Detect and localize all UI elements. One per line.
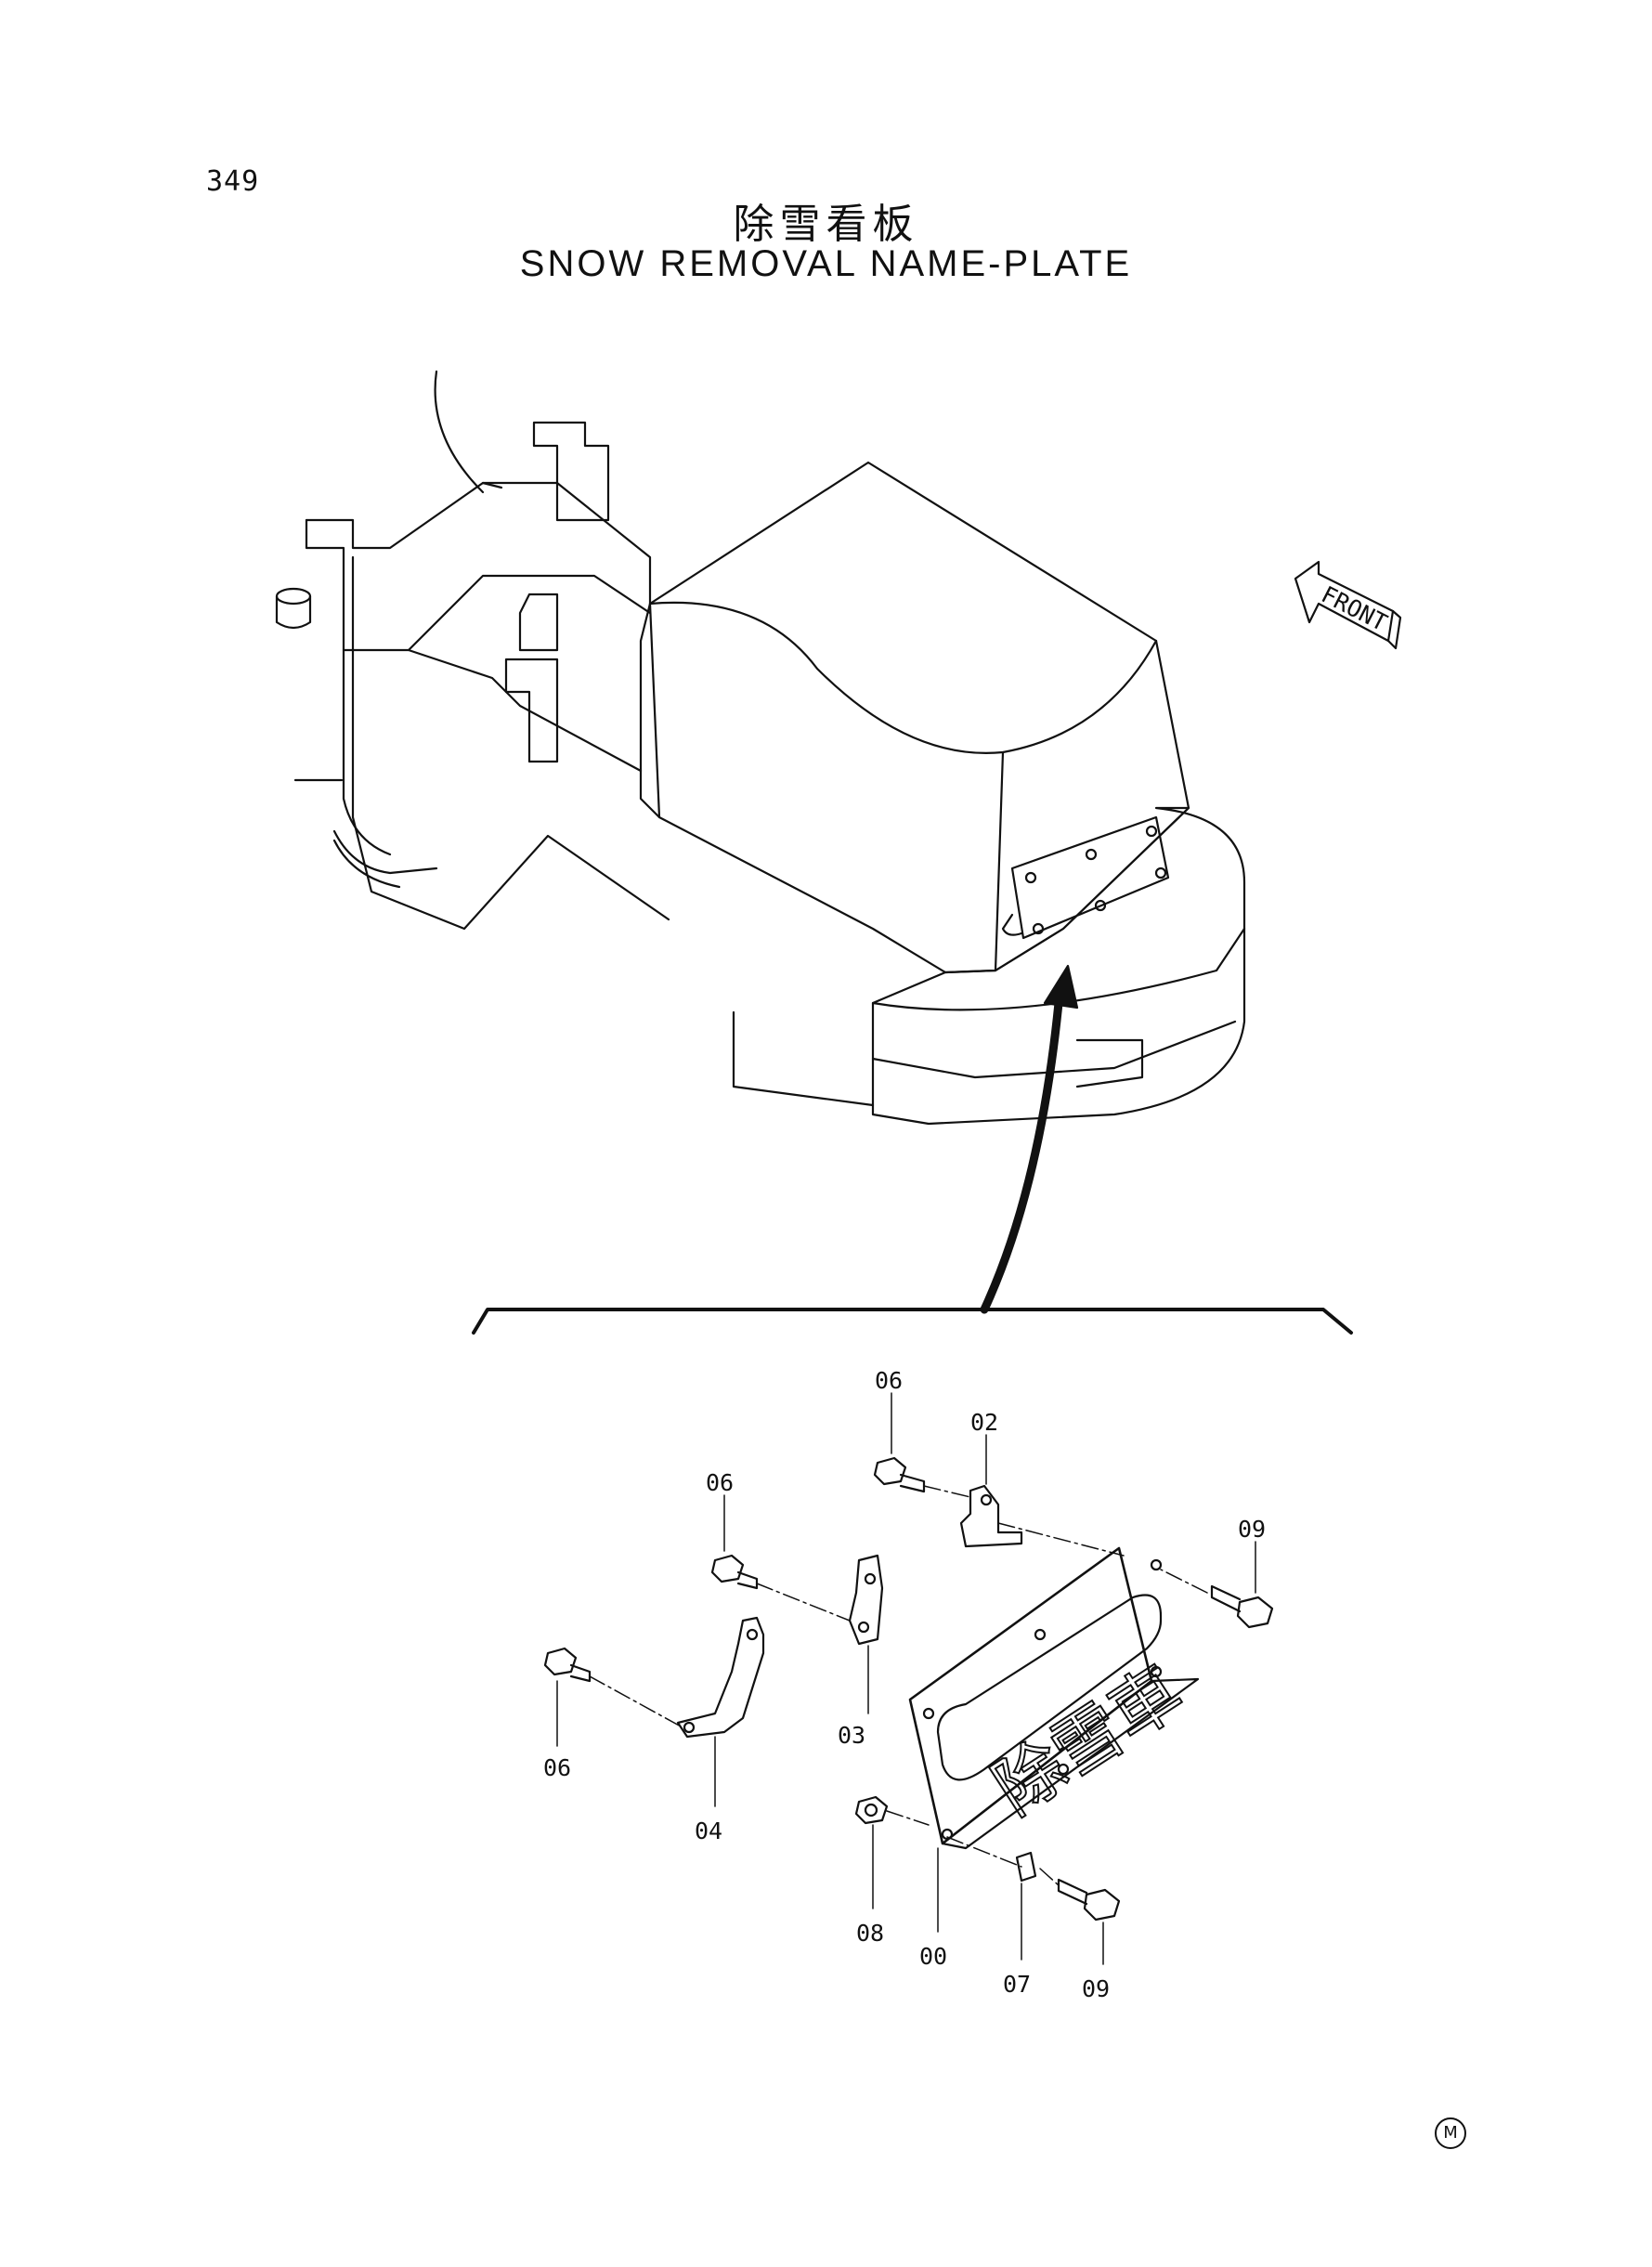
label-09-right: 09 [1238,1516,1266,1543]
title-english: SNOW REMOVAL NAME-PLATE [519,243,1133,284]
page-number: 349 [206,165,260,198]
label-leaders [556,1392,1256,1965]
bracket-part-04 [676,1616,765,1739]
m-mark-icon: M [1435,2117,1466,2149]
label-06-mid: 06 [706,1469,734,1496]
detail-bracket [472,1308,1353,1335]
label-08: 08 [856,1920,884,1947]
label-06-left: 06 [543,1754,571,1781]
assembly-lines [589,1485,1208,1886]
bolt-part-09-a [1210,1584,1274,1629]
label-02: 02 [970,1409,998,1436]
label-04: 04 [695,1818,722,1844]
label-03: 03 [838,1722,865,1749]
plate-lettering: 除雪車 [980,1651,1196,1831]
bolt-part-09-b [1057,1878,1121,1922]
label-06-top: 06 [875,1367,903,1394]
label-07: 07 [1003,1971,1031,1998]
leader-arrow [980,998,1063,1314]
mounted-name-plate [1001,815,1170,940]
machine-counterweight [275,370,1246,1126]
front-label: FRONT [1317,580,1391,636]
title-japanese: 除雪看板 [733,201,919,248]
label-09-bottom: 09 [1082,1975,1110,2002]
bracket-part-03 [848,1554,884,1646]
bolt-part-06-c [543,1647,592,1683]
bolt-part-06-a [873,1456,926,1493]
front-arrow-icon [1294,560,1402,650]
name-plate-part-00 [908,1546,1200,1850]
nut-part-08 [854,1795,889,1825]
label-00: 00 [919,1943,947,1970]
bracket-part-02 [959,1484,1023,1548]
bolt-part-06-b [710,1554,759,1590]
washer-part-07 [1015,1851,1037,1883]
